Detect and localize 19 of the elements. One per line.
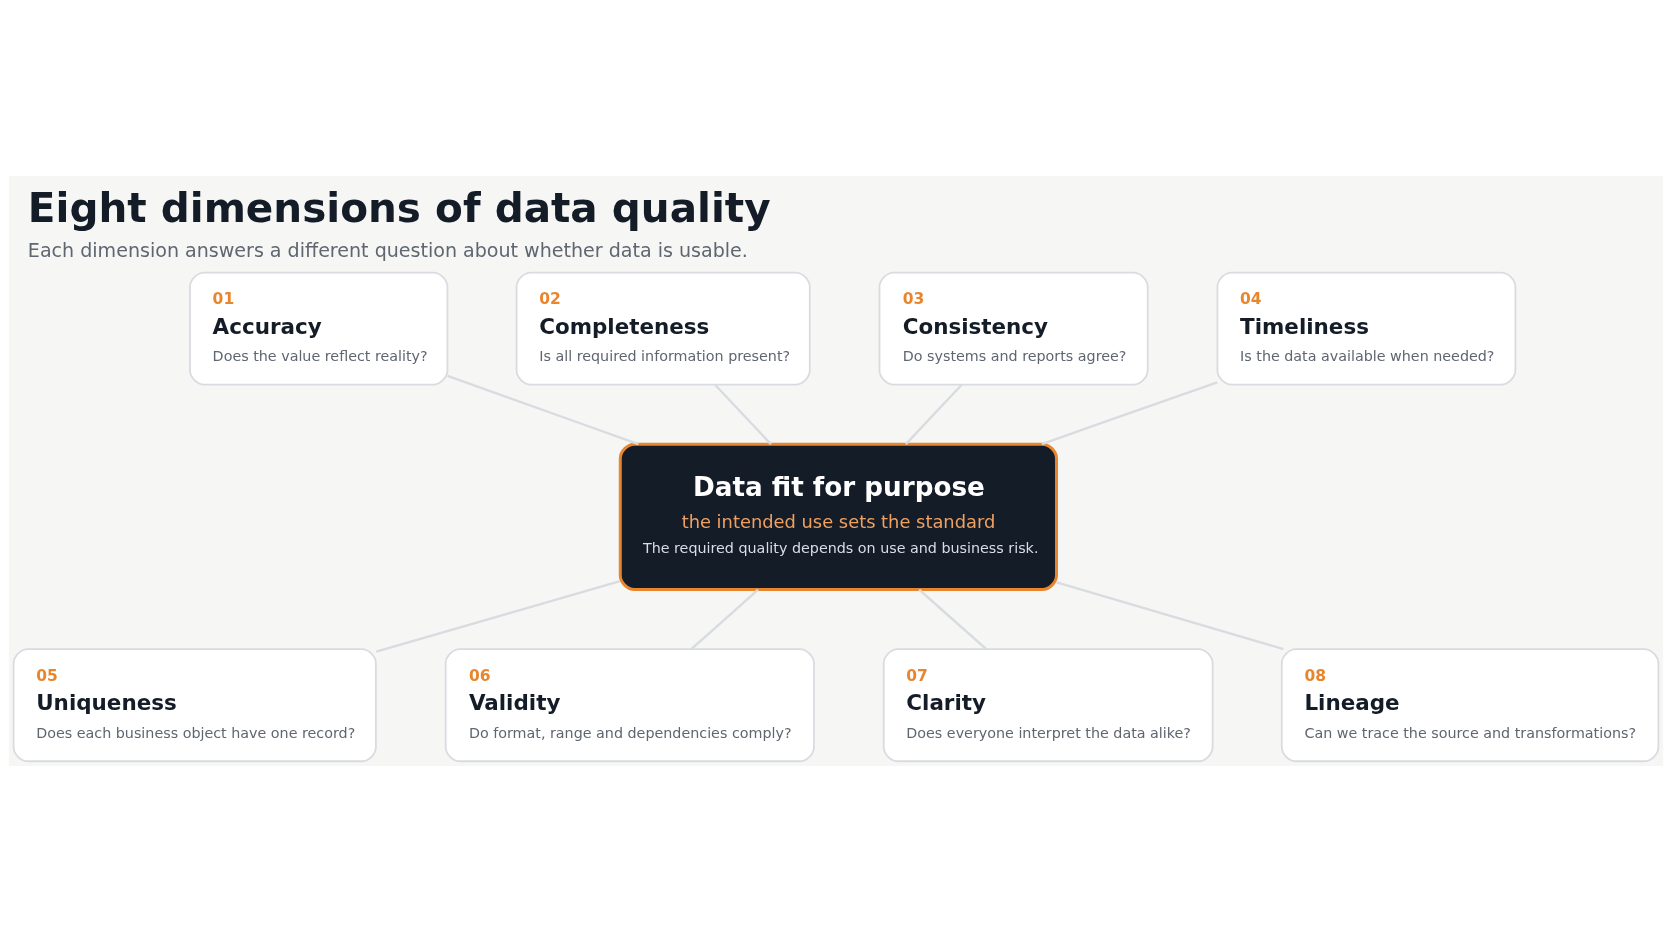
node-box: 08 Lineage Can we trace the source and transformations? [1280, 647, 1660, 762]
connector [447, 374, 639, 445]
connector [1041, 380, 1218, 445]
connector [375, 579, 621, 653]
node-box: 02 Completeness Is all required information present? [515, 271, 811, 385]
connector [1056, 580, 1284, 650]
connector [905, 383, 963, 445]
node-box: 05 Uniqueness Does each business object have one record? [12, 647, 377, 762]
node-box: 06 Validity Do format, range and dependencies comply? [444, 647, 815, 762]
node-box: 04 Timeliness Is the data available when needed? [1216, 271, 1517, 385]
connector [918, 588, 988, 650]
node-box: Data fit for purpose the intended use sets the standard The required quality depends on use and business risk. [618, 442, 1058, 591]
connector [714, 383, 772, 445]
node-box: 01 Accuracy Does the value reflect reality? [189, 271, 449, 385]
caption: Each dimension answers a different question about whether data is usable. [27, 238, 748, 261]
diagram-title: Eight dimensions of data quality [27, 183, 771, 232]
connector [690, 588, 759, 650]
node-box: 07 Clarity Does everyone interpret the data alike? [882, 647, 1214, 762]
node-box: 03 Consistency Do systems and reports agree? [878, 271, 1149, 385]
